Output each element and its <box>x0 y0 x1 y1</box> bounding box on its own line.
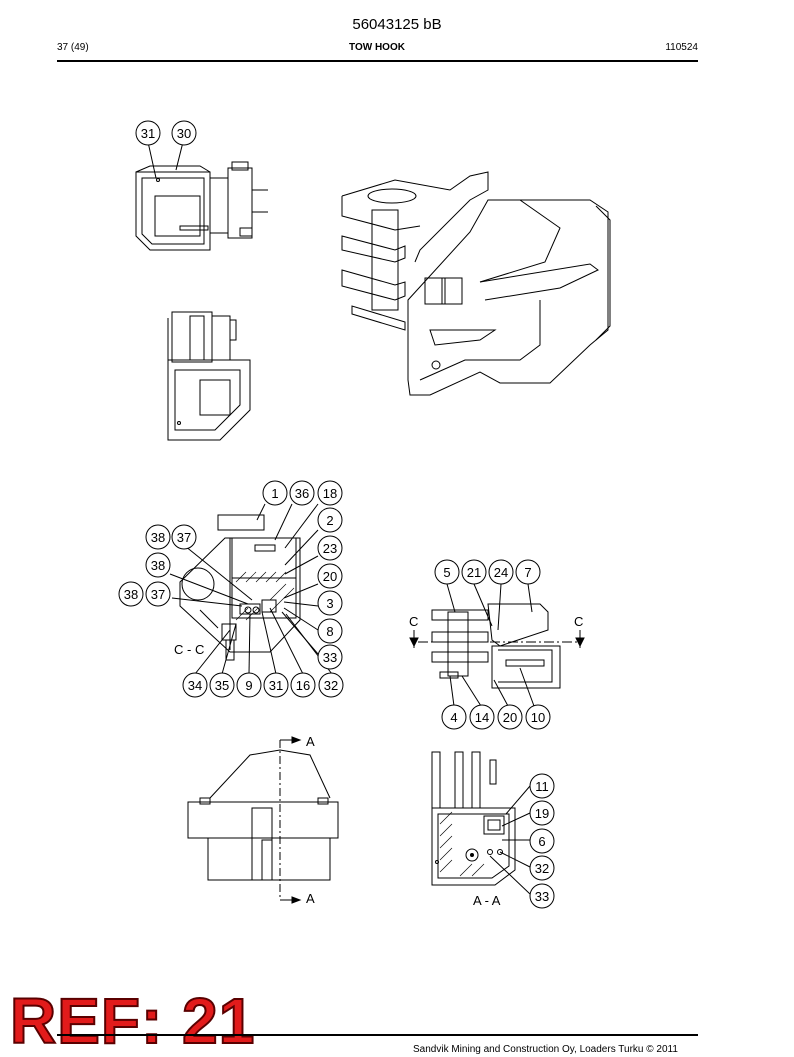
callout-5: 5 <box>434 559 460 585</box>
section-aa-view <box>431 751 516 886</box>
svg-text:37: 37 <box>177 530 191 545</box>
callout-34: 34 <box>182 672 208 698</box>
cut-c-left-label: C <box>409 614 418 629</box>
svg-text:10: 10 <box>531 710 545 725</box>
callout-4: 4 <box>441 704 467 730</box>
section-cc-label: C - C <box>174 642 204 657</box>
svg-text:32: 32 <box>535 861 549 876</box>
svg-text:7: 7 <box>524 565 531 580</box>
callout-38b: 38 <box>145 524 171 550</box>
callout-6: 6 <box>529 828 555 854</box>
svg-text:37: 37 <box>151 587 165 602</box>
cut-c-right-label: C <box>574 614 583 629</box>
callouts-top-view <box>147 141 184 179</box>
svg-text:31: 31 <box>269 678 283 693</box>
top-view <box>135 161 268 251</box>
callout-37a: 37 <box>171 524 197 550</box>
svg-text:33: 33 <box>323 650 337 665</box>
side-view-right <box>418 603 582 689</box>
svg-text:33: 33 <box>535 889 549 904</box>
callout-16: 16 <box>290 672 316 698</box>
callout-3: 3 <box>317 590 343 616</box>
cut-a-bottom-label: A <box>306 891 315 906</box>
callout-32: 32 <box>318 672 344 698</box>
svg-text:9: 9 <box>245 678 252 693</box>
callout-24: 24 <box>488 559 514 585</box>
document-number: 56043125 bB <box>352 16 442 33</box>
callout-7: 7 <box>515 559 541 585</box>
svg-text:35: 35 <box>215 678 229 693</box>
svg-text:14: 14 <box>475 710 489 725</box>
page-title: TOW HOOK <box>349 42 405 53</box>
callout-21: 21 <box>461 559 487 585</box>
page-number: 37 (49) <box>57 42 89 53</box>
callout-31: 31 <box>135 120 161 146</box>
svg-text:2: 2 <box>326 513 333 528</box>
callout-31b: 31 <box>263 672 289 698</box>
svg-text:20: 20 <box>503 710 517 725</box>
side-view-left <box>167 311 251 441</box>
callout-23: 23 <box>317 535 343 561</box>
footer-rule <box>57 1034 698 1036</box>
svg-text:6: 6 <box>538 834 545 849</box>
callout-2: 2 <box>317 507 343 533</box>
svg-text:38: 38 <box>151 558 165 573</box>
callout-35: 35 <box>209 672 235 698</box>
svg-text:30: 30 <box>177 126 191 141</box>
svg-text:32: 32 <box>324 678 338 693</box>
callout-38c: 38 <box>118 581 144 607</box>
revision-date: 110524 <box>665 42 698 53</box>
callout-19: 19 <box>529 800 555 826</box>
callout-33b: 33 <box>529 883 555 909</box>
svg-text:5: 5 <box>443 565 450 580</box>
svg-text:23: 23 <box>323 541 337 556</box>
leaders-section-cc <box>169 503 333 675</box>
svg-text:3: 3 <box>326 596 333 611</box>
callout-14: 14 <box>469 704 495 730</box>
footer-copyright: Sandvik Mining and Construction Oy, Load… <box>413 1044 678 1055</box>
callout-36: 36 <box>289 480 315 506</box>
callout-20: 20 <box>317 563 343 589</box>
svg-text:34: 34 <box>188 678 202 693</box>
reference-stamp: REF: 21 <box>9 985 256 1057</box>
svg-text:4: 4 <box>450 710 457 725</box>
svg-text:19: 19 <box>535 806 549 821</box>
svg-text:31: 31 <box>141 126 155 141</box>
callout-9: 9 <box>236 672 262 698</box>
front-view <box>187 736 339 904</box>
section-aa-label: A - A <box>473 893 501 908</box>
callout-11: 11 <box>529 773 555 799</box>
svg-text:16: 16 <box>296 678 310 693</box>
svg-text:21: 21 <box>467 565 481 580</box>
svg-text:38: 38 <box>151 530 165 545</box>
isometric-view <box>341 171 611 396</box>
svg-text:38: 38 <box>124 587 138 602</box>
callout-1: 1 <box>262 480 288 506</box>
callout-37b: 37 <box>145 581 171 607</box>
callout-33: 33 <box>317 644 343 670</box>
callout-18: 18 <box>317 480 343 506</box>
callout-32b: 32 <box>529 855 555 881</box>
leaders-side-view <box>446 583 535 707</box>
callout-30: 30 <box>171 120 197 146</box>
cut-a-top-label: A <box>306 734 315 749</box>
svg-text:8: 8 <box>326 624 333 639</box>
svg-text:24: 24 <box>494 565 508 580</box>
callout-10: 10 <box>525 704 551 730</box>
svg-text:11: 11 <box>535 779 549 794</box>
callout-8: 8 <box>317 618 343 644</box>
cut-markers-c <box>409 630 585 648</box>
svg-text:20: 20 <box>323 569 337 584</box>
svg-text:18: 18 <box>323 486 337 501</box>
header-rule <box>57 60 698 62</box>
callout-38a: 38 <box>145 552 171 578</box>
callout-20b: 20 <box>497 704 523 730</box>
svg-text:1: 1 <box>271 486 278 501</box>
svg-text:36: 36 <box>295 486 309 501</box>
leaders-section-aa <box>489 785 531 895</box>
